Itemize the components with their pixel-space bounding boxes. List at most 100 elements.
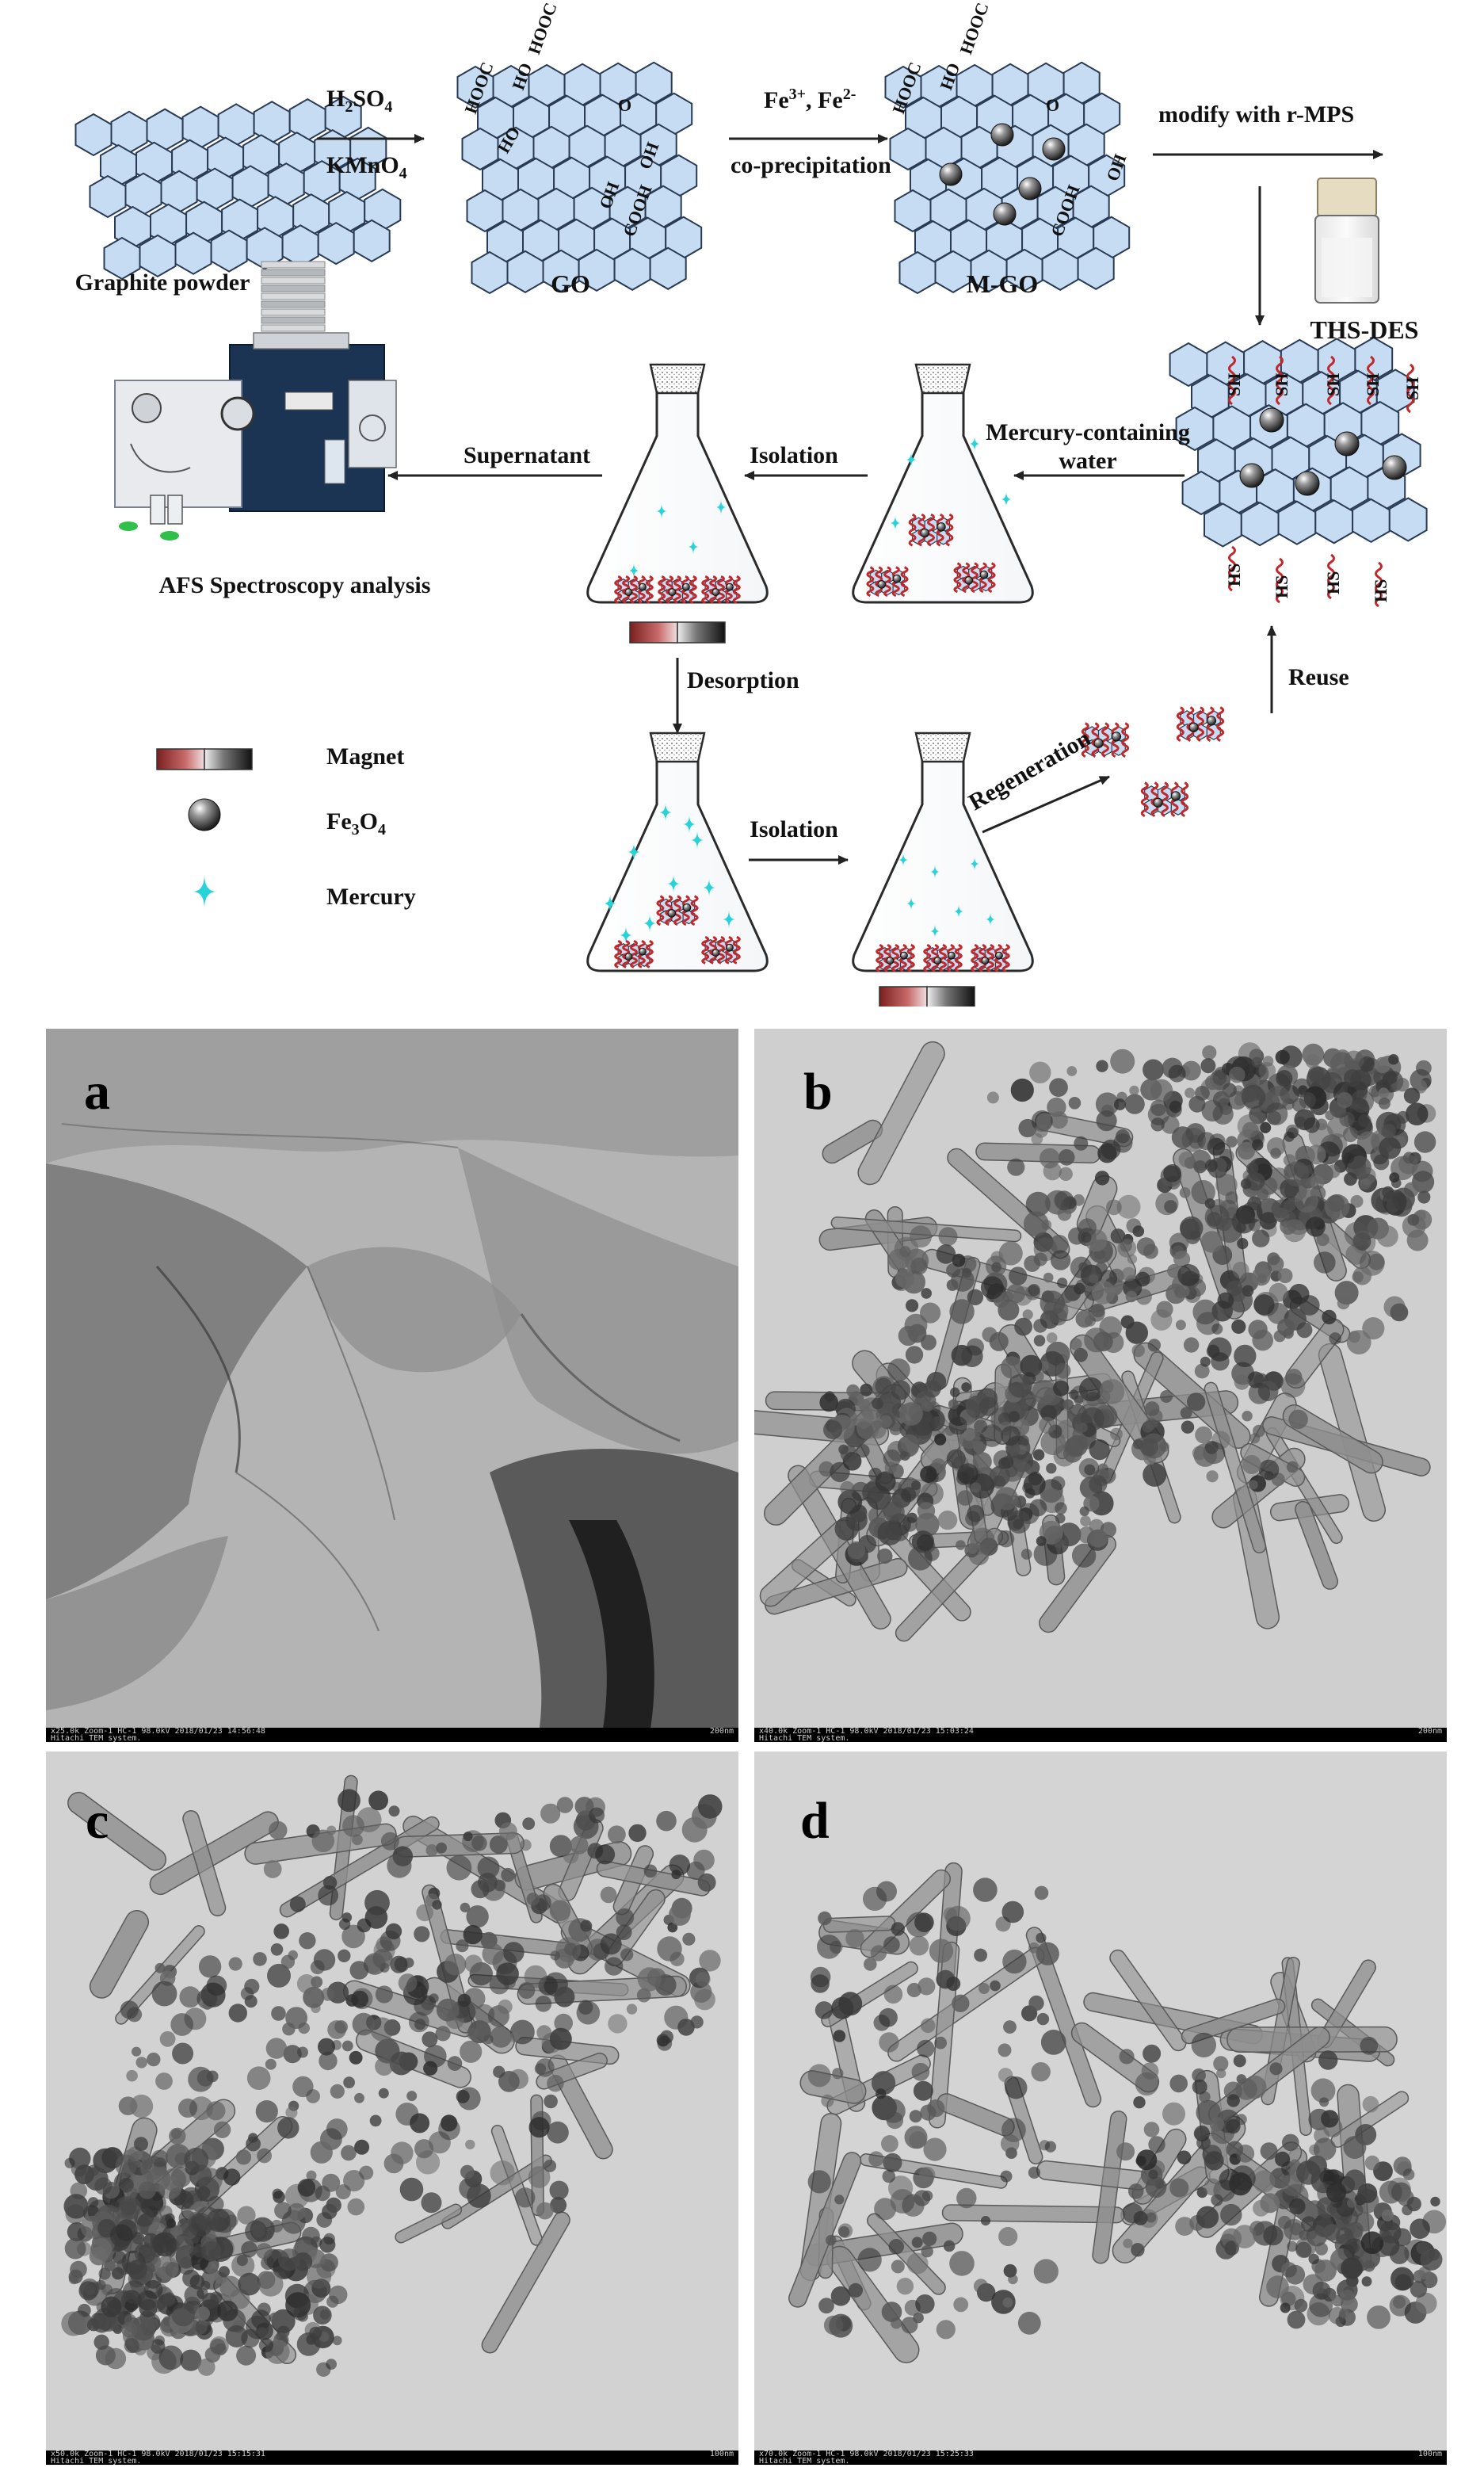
tem-particle	[1229, 1066, 1246, 1083]
tem-particle	[1033, 1319, 1047, 1333]
group-hs: HS	[1323, 571, 1343, 594]
step2-top-sup: 3+	[788, 86, 807, 103]
tem-particle	[901, 2317, 918, 2334]
tem-particle	[628, 1824, 647, 1843]
tem-particle	[274, 2202, 292, 2220]
tem-particle	[1147, 1339, 1161, 1352]
tem-particle	[436, 1998, 460, 2022]
tem-particle	[341, 1924, 365, 1949]
tem-particle	[909, 1935, 929, 1956]
tem-particle	[1131, 1343, 1145, 1358]
tem-nanorod	[1282, 1404, 1383, 1474]
tem-particle	[143, 2280, 163, 2299]
cluster-chain	[908, 513, 917, 547]
tem-particle	[626, 2004, 638, 2015]
tem-particle	[390, 1955, 408, 1973]
tem-particle	[578, 2000, 593, 2015]
tem-particle	[1058, 1149, 1075, 1166]
thsdes-label: THS-DES	[1310, 315, 1419, 344]
tem-particle	[1310, 2078, 1336, 2103]
tem-particle	[223, 2168, 241, 2186]
tem-particle	[949, 1299, 975, 1324]
tem-particle	[1275, 2151, 1291, 2167]
tem-particle	[549, 2027, 572, 2050]
tem-particle	[1326, 2182, 1347, 2202]
tem-particle	[535, 1996, 552, 2012]
tem-particle	[1025, 1191, 1051, 1217]
tem-particle	[357, 1918, 372, 1933]
mercury-star	[898, 853, 909, 867]
tem-particle	[1200, 1356, 1211, 1367]
afs-label: AFS Spectroscopy analysis	[158, 572, 431, 598]
tem-particle	[1344, 1172, 1357, 1186]
tem-particle	[246, 2066, 271, 2090]
tem-particle	[155, 1962, 166, 1973]
tem-particle	[1209, 2116, 1225, 2132]
tem-particle	[482, 1942, 504, 1965]
tem-particle	[1344, 2169, 1365, 2191]
tem-particle	[1383, 1296, 1406, 1318]
tem-particle	[1181, 1420, 1195, 1434]
step1-top-sub: 2	[345, 98, 353, 116]
tem-particle	[1002, 1290, 1014, 1302]
tem-particle	[368, 1790, 388, 1811]
tem-particle	[1194, 2127, 1207, 2141]
tem-particle	[122, 2280, 147, 2305]
cluster-chain	[866, 566, 875, 598]
mgo-sheet	[884, 61, 1131, 295]
instrument-chimney-ring	[261, 292, 326, 300]
adsorbent-cluster	[1140, 781, 1189, 817]
tem-particle	[1344, 1069, 1362, 1087]
tem-particle	[1028, 2166, 1040, 2179]
tem-particle	[1106, 1199, 1122, 1216]
tem-particle	[1133, 2210, 1148, 2225]
tem-particle	[1322, 1309, 1337, 1325]
tem-particle	[915, 1512, 940, 1537]
mercury-star	[192, 874, 217, 909]
tem-particle	[180, 2256, 193, 2269]
cluster-chain	[891, 944, 899, 972]
cluster-chain	[717, 575, 725, 604]
tem-particle	[888, 2239, 904, 2255]
tem-particle	[1008, 1411, 1020, 1423]
tem-particle	[1379, 2180, 1402, 2204]
tem-particle	[89, 2247, 109, 2266]
tem-particle	[1285, 2264, 1306, 2285]
adsorbent-cluster	[658, 575, 697, 604]
tem-particle	[682, 1932, 696, 1946]
tem-particle	[891, 2260, 905, 2274]
mercury-water-line1: Mercury-containing	[986, 419, 1190, 445]
thiol-chain	[1276, 557, 1284, 604]
go-sheet	[456, 61, 703, 295]
tem-particle	[1329, 1332, 1341, 1345]
tem-particle	[1288, 1409, 1308, 1430]
tem-particle	[884, 1461, 897, 1474]
tem-particle	[338, 1918, 351, 1930]
tem-particle	[856, 1444, 870, 1458]
tem-particle	[980, 1276, 1004, 1300]
tem-particle	[236, 2345, 257, 2366]
tem-particle	[1305, 1054, 1320, 1068]
tem-particle	[990, 1980, 1001, 1992]
tem-particle	[245, 2315, 269, 2340]
cluster-chain	[927, 513, 935, 547]
tem-particle	[831, 1996, 854, 2019]
tem-particle	[1177, 1264, 1200, 1286]
tem-particle	[166, 2145, 189, 2168]
tem-particle	[1263, 2225, 1284, 2246]
tem-particle	[380, 1832, 399, 1851]
tem-particle	[1253, 1294, 1275, 1316]
tem-particle	[1352, 1271, 1364, 1283]
tem-particle	[1395, 1078, 1410, 1092]
tem-particle	[1308, 2253, 1319, 2265]
tem-particle	[93, 2148, 118, 2174]
instrument-chimney-ring	[261, 308, 326, 316]
tem-particle	[1110, 1427, 1123, 1441]
tem-particle	[1378, 1087, 1390, 1098]
tem-particle	[1416, 1060, 1432, 1076]
tem-particle	[1136, 2149, 1158, 2171]
fe3o4-particle	[1206, 716, 1217, 726]
tem-particle	[1097, 1144, 1117, 1163]
tem-particle	[608, 1825, 626, 1844]
tem-particle	[1028, 1995, 1044, 2011]
